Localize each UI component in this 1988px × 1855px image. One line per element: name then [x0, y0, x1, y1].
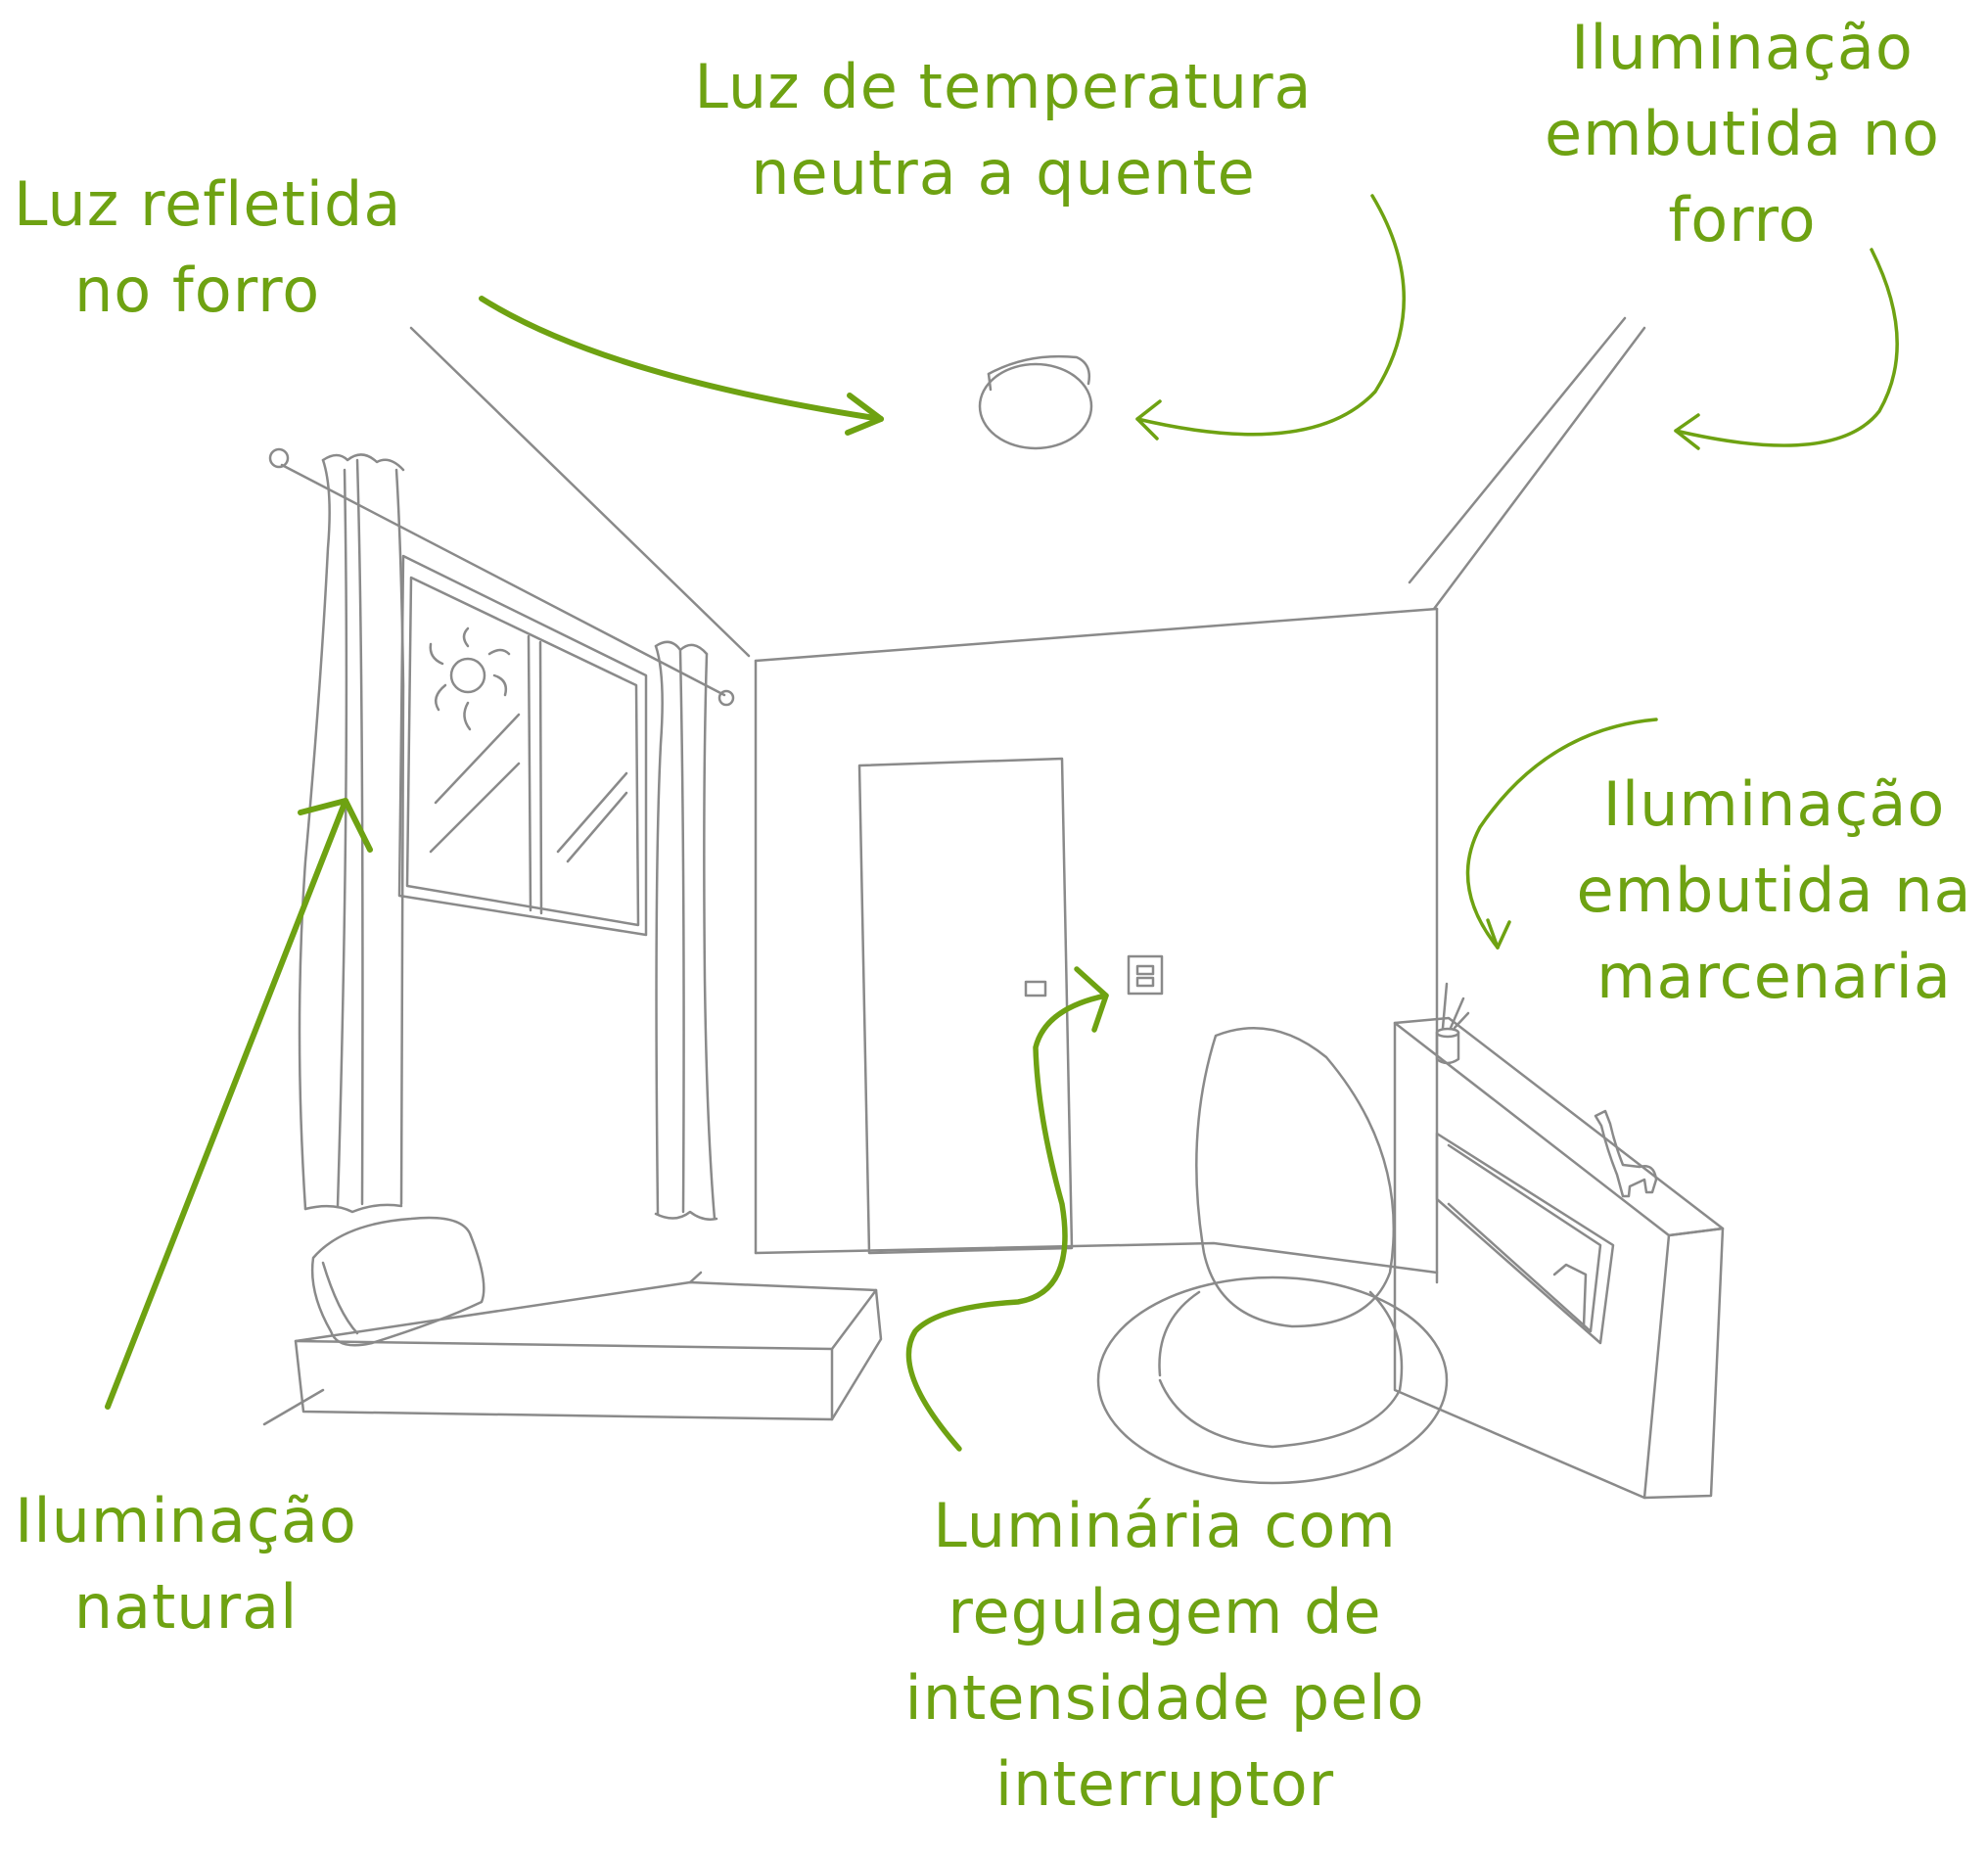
- pillow: [310, 1216, 485, 1347]
- joinery-unit: [1393, 1016, 1725, 1500]
- window-frame: [397, 554, 648, 937]
- ceiling-edge-left: [409, 326, 751, 658]
- curtain-right: [654, 640, 718, 1221]
- arrow-iluminacao-forro: [1674, 248, 1899, 450]
- arrow-luminaria-regulagem: [905, 966, 1109, 1452]
- giraffe-figurine: [1594, 1109, 1658, 1198]
- round-rug: [1096, 1275, 1449, 1485]
- arrow-luz-refletida: [479, 296, 884, 436]
- label-luminaria-regulagem: Luminária com regulagem de intensidade p…: [861, 1483, 1468, 1828]
- label-line: interruptor: [994, 1748, 1335, 1821]
- label-line: Iluminação: [1602, 768, 1946, 840]
- curtain-rod-end-right: [717, 689, 735, 707]
- label-iluminacao-forro: Iluminação embutida no forro: [1507, 5, 1977, 263]
- label-line: Iluminação: [1571, 12, 1914, 83]
- label-line: regulagem de: [948, 1576, 1382, 1648]
- arrow-iluminacao-natural: [105, 798, 373, 1410]
- label-line: no forro: [74, 255, 321, 327]
- curtain-left: [298, 453, 405, 1214]
- ceiling-light-fixture: [978, 354, 1093, 450]
- label-line: natural: [73, 1571, 299, 1644]
- label-iluminacao-marcenaria: Iluminação embutida na marcenaria: [1566, 762, 1982, 1020]
- bed-mattress: [294, 1271, 883, 1421]
- label-line: Luz refletida: [14, 168, 402, 240]
- back-wall-top: [754, 607, 1439, 663]
- label-line: Luz de temperatura: [694, 51, 1313, 122]
- floor-line: [754, 1241, 1439, 1275]
- label-iluminacao-natural: Iluminação natural: [10, 1478, 362, 1650]
- label-line: marcenaria: [1596, 941, 1952, 1013]
- label-line: embutida na: [1576, 855, 1972, 927]
- arrow-luz-temperatura: [1135, 194, 1406, 441]
- door: [857, 757, 1074, 1255]
- label-luz-refletida: Luz refletida no forro: [14, 162, 401, 334]
- egg-chair: [1195, 1026, 1396, 1328]
- light-switch: [1127, 954, 1164, 996]
- ceiling-edge-right: [1432, 326, 1646, 611]
- label-line: intensidade pelo: [904, 1662, 1425, 1735]
- arrow-iluminacao-marcenaria: [1465, 718, 1658, 950]
- curtain-rod-end-left: [268, 447, 290, 469]
- label-line: Luminária com: [933, 1490, 1397, 1561]
- label-line: forro: [1668, 184, 1817, 256]
- pencil-cup: [1435, 982, 1470, 1065]
- ceiling-edge-right-double: [1408, 316, 1627, 584]
- curtain-rod: [280, 463, 726, 697]
- sun-drawing: [429, 626, 511, 731]
- label-line: Iluminação: [15, 1485, 357, 1556]
- label-luz-temperatura: Luz de temperatura neutra a quente: [651, 44, 1356, 216]
- floor-left: [262, 1388, 325, 1426]
- label-line: neutra a quente: [751, 137, 1256, 209]
- label-line: embutida no: [1544, 98, 1940, 170]
